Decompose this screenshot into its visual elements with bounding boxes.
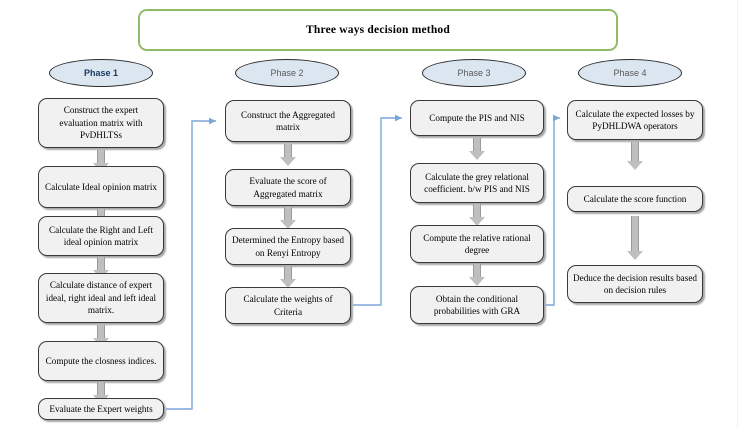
phase-badge-3: Phase 3 <box>422 59 526 87</box>
step-box-p1-1: Construct the expert evaluation matrix w… <box>38 98 164 148</box>
phase-label-2: Phase 2 <box>270 68 304 78</box>
step-label-p2-4: Calculate the weights of Criteria <box>243 294 333 317</box>
step-label-p1-4: Calculate distance of expert ideal, righ… <box>45 280 157 316</box>
arrow-down-p2-3 <box>280 266 296 288</box>
step-label-p4-2: Calculate the score function <box>583 193 687 204</box>
step-box-p1-3: Calculate the Right and Left ideal opini… <box>38 216 164 256</box>
step-box-p2-4: Calculate the weights of Criteria <box>225 287 351 324</box>
step-box-p3-4: Obtain the conditional probabilities wit… <box>410 286 544 324</box>
step-label-p1-3: Calculate the Right and Left ideal opini… <box>48 224 154 248</box>
diagram-title-box: Three ways decision method <box>138 9 618 51</box>
step-box-p3-3: Compute the relative rational degree <box>410 225 544 263</box>
arrow-down-p3-3 <box>469 264 485 286</box>
step-box-p2-3: Determined the Entropy based on Renyi En… <box>225 228 351 265</box>
step-box-p2-2: Evaluate the score of Aggregated matrix <box>225 169 351 206</box>
arrow-down-p3-2 <box>469 204 485 226</box>
arrow-down-p2-1 <box>280 144 296 166</box>
step-label-p2-2: Evaluate the score of Aggregated matrix <box>249 176 327 199</box>
step-label-p3-4: Obtain the conditional probabilities wit… <box>433 293 521 317</box>
step-box-p1-4: Calculate distance of expert ideal, righ… <box>38 273 164 323</box>
phase-label-4: Phase 4 <box>613 68 647 78</box>
step-box-p3-2: Calculate the grey relational coefficien… <box>410 163 544 203</box>
step-label-p2-1: Construct the Aggregated matrix <box>241 109 335 133</box>
step-label-p3-2: Calculate the grey relational coefficien… <box>424 171 530 195</box>
phase-label-1: Phase 1 <box>83 68 119 78</box>
step-box-p4-3: Deduce the decision results based on dec… <box>567 265 703 303</box>
step-box-p1-6: Evaluate the Expert weights <box>38 398 164 420</box>
step-label-p3-1: Compute the PIS and NIS <box>429 112 525 123</box>
page-title: Three ways decision method <box>306 24 450 36</box>
arrow-down-p2-2 <box>280 207 296 229</box>
phase-badge-1: Phase 1 <box>49 59 153 87</box>
phase-badge-2: Phase 2 <box>235 59 339 87</box>
step-label-p4-3: Deduce the decision results based on dec… <box>573 272 697 296</box>
step-box-p3-1: Compute the PIS and NIS <box>410 100 544 136</box>
step-box-p1-5: Compute the closness indices. <box>38 341 164 381</box>
step-label-p3-3: Compute the relative rational degree <box>423 232 531 256</box>
step-label-p1-2: Calculate Ideal opinion matrix <box>45 181 157 192</box>
step-box-p4-2: Calculate the score function <box>567 186 703 212</box>
step-label-p1-5: Compute the closness indices. <box>45 355 157 366</box>
arrow-down-p4-1 <box>627 142 643 170</box>
step-box-p2-1: Construct the Aggregated matrix <box>225 100 351 142</box>
step-box-p4-1: Calculate the expected losses by PyDHLDW… <box>567 100 703 140</box>
step-box-p1-2: Calculate Ideal opinion matrix <box>38 166 164 208</box>
arrow-down-p3-1 <box>469 138 485 160</box>
step-label-p1-1: Construct the expert evaluation matrix w… <box>59 105 143 141</box>
phase-label-3: Phase 3 <box>457 68 491 78</box>
arrow-down-p4-2 <box>627 216 643 260</box>
step-label-p2-3: Determined the Entropy based on Renyi En… <box>232 235 344 258</box>
step-label-p4-1: Calculate the expected losses by PyDHLDW… <box>575 108 695 132</box>
phase-badge-4: Phase 4 <box>578 59 682 87</box>
step-label-p1-6: Evaluate the Expert weights <box>49 403 153 414</box>
